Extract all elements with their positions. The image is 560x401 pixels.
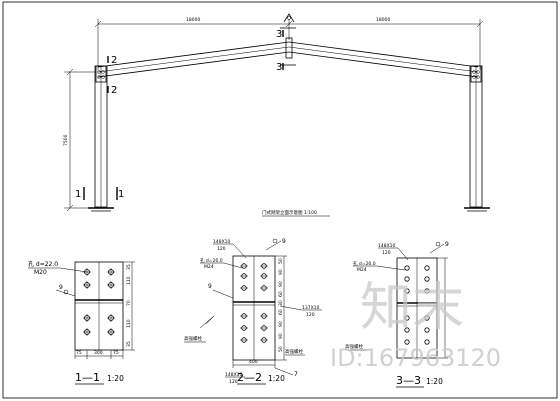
span-right-dim: 18000 xyxy=(376,17,390,23)
d1-scale: 1:20 xyxy=(107,374,124,383)
d1-dim-bottom-1: 75 xyxy=(76,350,82,356)
d2-weld-c: 7 xyxy=(294,371,298,378)
detail-2-2: 148X10 120 孔 d=26.0 M24 9 9 137X10 120 1… xyxy=(184,238,322,385)
d2-plate-right-label: 137X10 xyxy=(302,305,320,311)
section-mark-2-lower: 2 xyxy=(111,85,117,96)
d1-dim-right-1: 35 xyxy=(126,264,132,270)
d1-dim-right-5: 35 xyxy=(126,341,132,347)
d3-plate-top-label: 148X10 xyxy=(378,243,396,249)
d3-scale: 1:20 xyxy=(426,377,443,386)
section-mark-1-right: 1 xyxy=(118,189,124,200)
d2-dim-right-5: 30 xyxy=(278,300,284,306)
frame-elevation: 18000 18000 xyxy=(63,13,490,217)
d3-hole-label: 孔 d=26.0 xyxy=(353,260,376,267)
d1-bolt-label: M20 xyxy=(34,269,47,276)
section-mark-2-upper: 2 xyxy=(111,55,117,66)
watermark-id: ID:167963120 xyxy=(330,344,501,372)
d1-hole-label: 孔 d=22.0 xyxy=(28,260,58,268)
d2-scale: 1:20 xyxy=(268,374,285,383)
d3-bolt-label: M24 xyxy=(357,267,367,273)
section-mark-3-upper: 3 xyxy=(276,29,282,40)
height-dim: 7500 xyxy=(63,134,69,146)
d2-dim-right-8: 90 xyxy=(278,333,284,339)
d2-dim-right-9: 50 xyxy=(278,346,284,352)
d2-title: 2—2 xyxy=(237,371,262,384)
section-mark-3-lower: 3 xyxy=(276,62,282,73)
d2-plate-top-sub: 120 xyxy=(217,246,226,252)
d2-note-right: 高强螺栓 xyxy=(285,348,303,355)
d3-note-left: 高强螺栓 xyxy=(345,343,363,350)
d2-dim-right-2: 90 xyxy=(278,269,284,275)
d1-weld-label: 9 xyxy=(59,284,63,291)
d3-weld-label: 9 xyxy=(445,241,449,248)
d1-dim-right-3: 70 xyxy=(126,300,132,306)
d2-dim-right-7: 90 xyxy=(278,321,284,327)
d2-plate-top-label: 148X10 xyxy=(213,239,231,245)
d2-dim-right-1: 50 xyxy=(278,258,284,264)
d1-dim-bottom-2: 300 xyxy=(94,350,103,356)
d2-hole-label: 孔 d=26.0 xyxy=(200,257,223,264)
d1-dim-bottom-3: 75 xyxy=(113,350,119,356)
frame-caption: 门式刚架立面示意图 1:100 xyxy=(262,209,317,216)
span-left-dim: 18000 xyxy=(186,17,200,23)
d2-note-left: 高强螺栓 xyxy=(184,335,202,342)
d1-title: 1—1 xyxy=(75,371,100,384)
d2-plate-bottom-label: 148X10 xyxy=(225,372,243,378)
d1-dim-right-4: 110 xyxy=(126,319,132,328)
d2-dim-right-6: 60 xyxy=(278,309,284,315)
d2-weld-a: 9 xyxy=(208,283,212,290)
detail-3-3: 148X10 120 孔 d=26.0 M24 9 高强螺栓 3—3 1:20 xyxy=(345,241,449,388)
d3-plate-top-sub: 120 xyxy=(382,250,391,256)
detail-1-1: 孔 d=22.0 M20 9 75 300 75 35 110 70 110 3… xyxy=(28,260,135,385)
d2-weld-b: 9 xyxy=(282,238,286,245)
d3-title: 3—3 xyxy=(396,374,421,387)
d2-plate-right-sub: 120 xyxy=(306,312,315,318)
d2-dim-bottom: 400 xyxy=(249,359,258,365)
d2-dim-right-4: 60 xyxy=(278,291,284,297)
d2-bolt-label: M24 xyxy=(204,264,214,270)
d2-dim-right-3: 90 xyxy=(278,281,284,287)
watermark-logo: 知末 xyxy=(360,278,464,338)
section-mark-1-left: 1 xyxy=(75,189,81,200)
watermark: 知末 ID:167963120 xyxy=(330,278,501,372)
d1-dim-right-2: 110 xyxy=(126,276,132,285)
d2-plate-bottom-sub: 120 xyxy=(229,379,238,385)
